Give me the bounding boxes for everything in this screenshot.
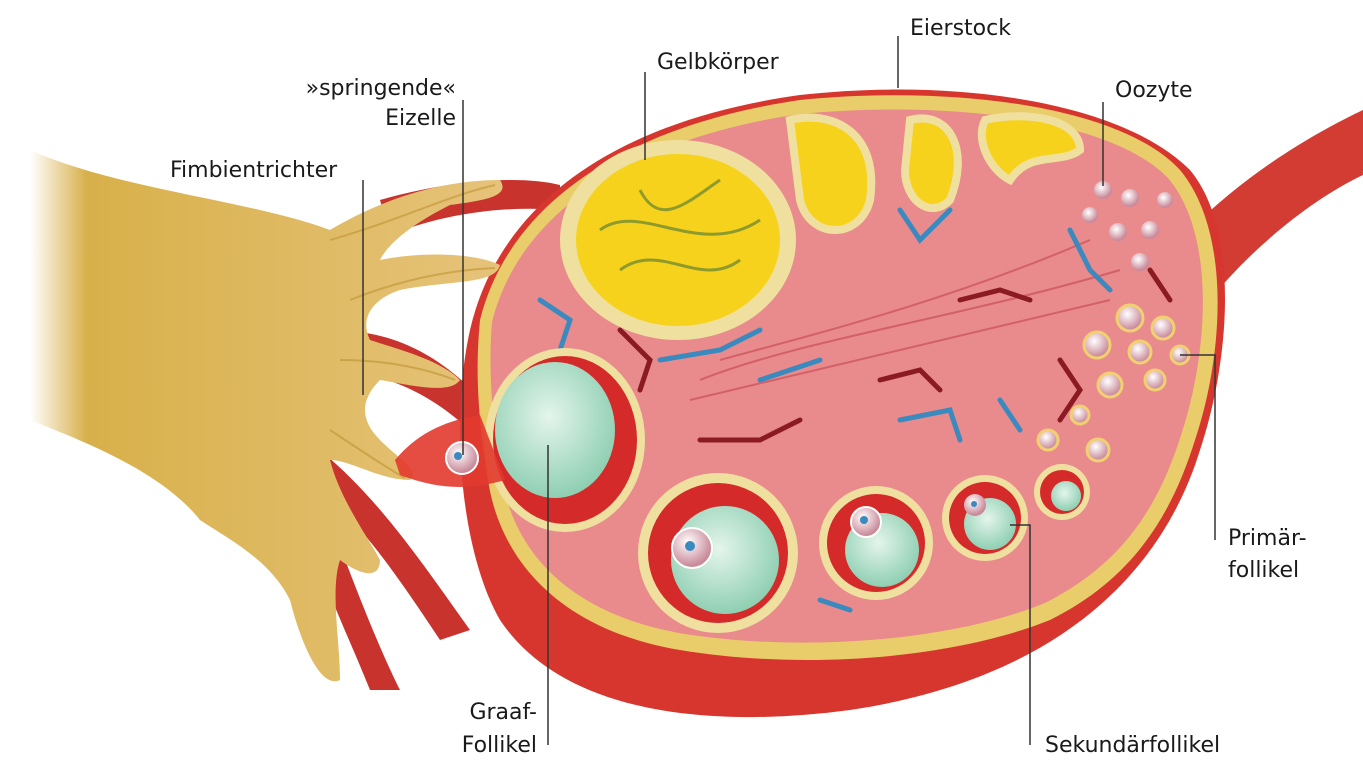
corpus-albicans-1	[785, 113, 876, 234]
vessels-red	[617, 267, 1173, 443]
leader-primaer	[1180, 354, 1216, 540]
fimbria-funnel	[30, 150, 503, 682]
graaf-follicle-fluid	[495, 362, 615, 498]
fimbria-fingers	[329, 184, 496, 479]
label-oozyte: Oozyte	[1115, 78, 1193, 103]
label-primaer: Primär-	[1228, 526, 1307, 551]
stroma	[689, 239, 1121, 401]
label-graaf-follikel: Follikel	[461, 733, 537, 758]
label-eizelle: Eizelle	[385, 106, 456, 131]
label-fimbientrichter: Fimbientrichter	[170, 158, 338, 183]
label-graaf: Graaf-	[469, 700, 537, 725]
primary-follicles	[1036, 303, 1191, 463]
corpus-albicans-2	[900, 114, 962, 212]
oocytes	[1082, 181, 1173, 271]
label-follikel: follikel	[1228, 558, 1300, 583]
fallopian-ligament	[1190, 110, 1363, 300]
label-springende: »springende«	[305, 76, 456, 101]
corpus-albicans-3	[977, 112, 1085, 186]
leader-sekundaer	[1010, 524, 1031, 745]
secondary-follicles	[638, 464, 1090, 633]
label-gelbkoerper: Gelbkörper	[657, 50, 779, 75]
vessels-blue	[537, 207, 1113, 613]
released-egg	[395, 415, 505, 487]
corpus-luteum	[576, 154, 780, 326]
label-eierstock: Eierstock	[910, 16, 1011, 41]
leader-lines	[362, 36, 1216, 745]
label-sekundaerfollikel: Sekundärfollikel	[1045, 733, 1221, 758]
